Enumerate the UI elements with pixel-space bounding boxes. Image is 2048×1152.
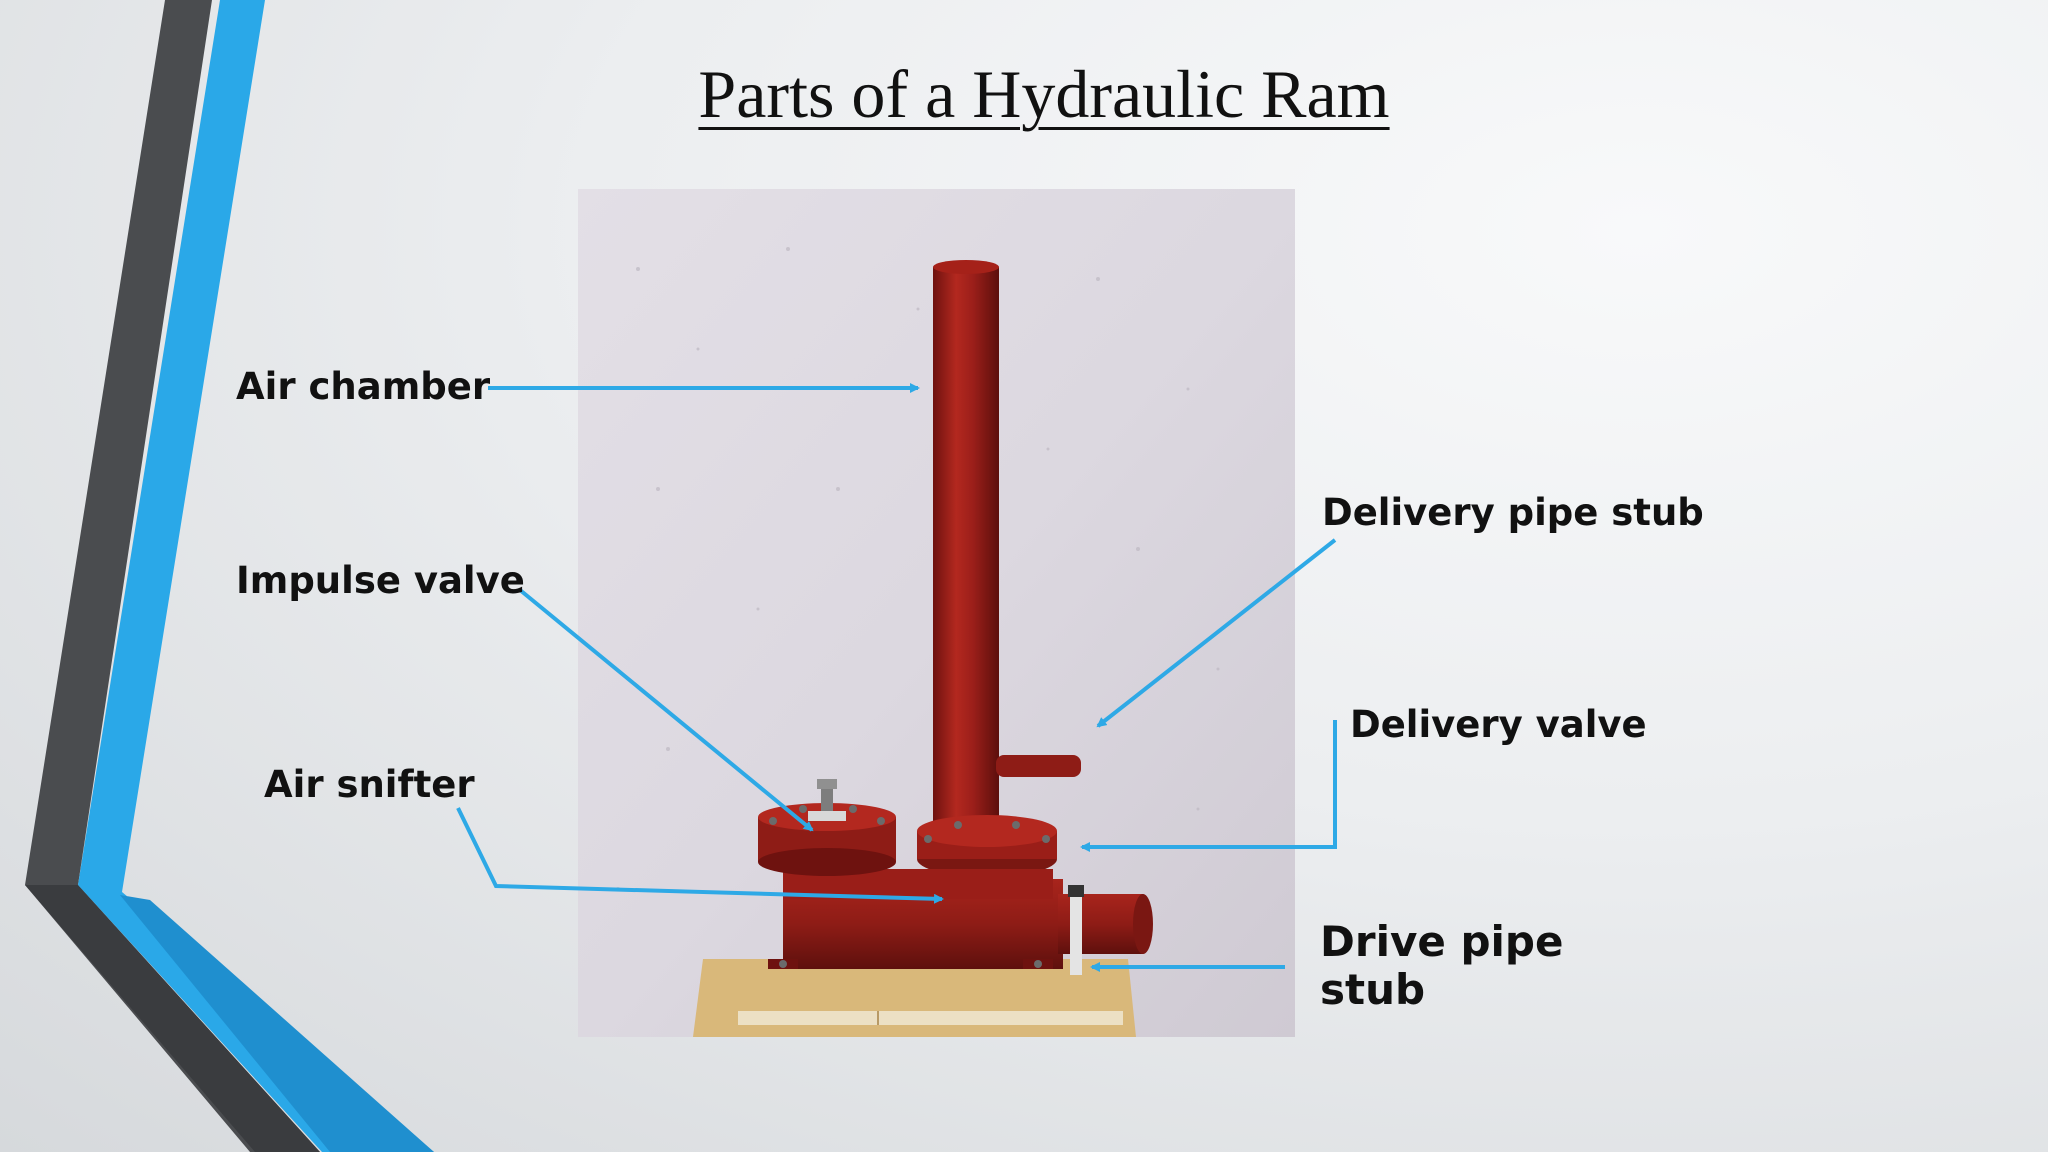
dark-stripe [25,0,320,1152]
slide-title: Parts of a Hydraulic Ram [698,56,1390,132]
label-drive-pipe-stub-line1: Drive pipe [1320,917,1564,966]
label-delivery-valve: Delivery valve [1350,703,1647,746]
delivery-valve-arrow [1080,720,1337,852]
label-air-chamber: Air chamber [236,365,491,408]
label-drive-pipe-stub-line2: stub [1320,965,1426,1015]
air-snifter-arrow [456,807,944,904]
label-drive-pipe-stub: Drive pipe stub [1320,917,1564,1015]
label-delivery-pipe-stub: Delivery pipe stub [1322,491,1704,534]
blue-stripe [78,0,434,1152]
impulse-valve-arrow [518,588,814,832]
dark-lower-stripe [25,885,320,1152]
label-impulse-valve: Impulse valve [236,559,525,602]
label-air-snifter: Air snifter [264,763,475,806]
delivery-pipe-stub-arrow [1096,538,1337,728]
blue-lower-band [120,895,434,1152]
